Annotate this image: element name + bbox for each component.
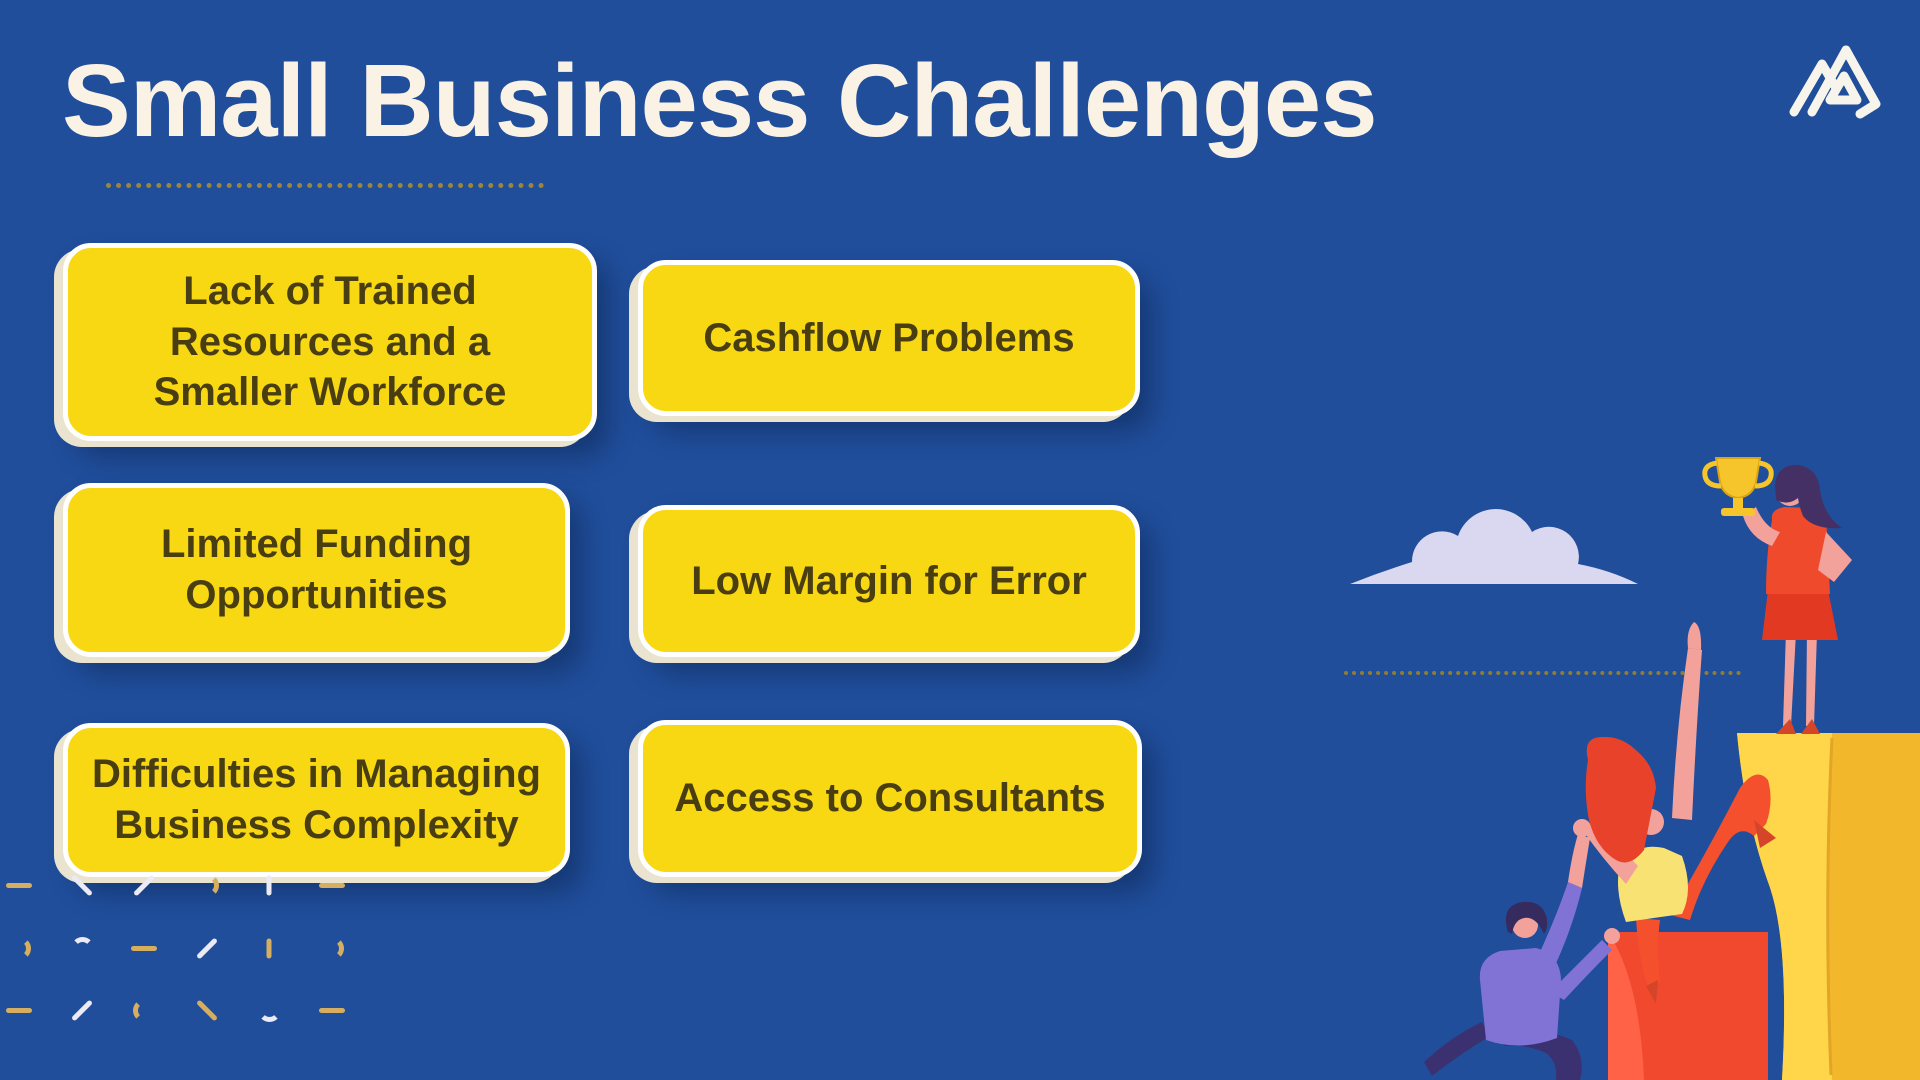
challenge-label: Low Margin for Error xyxy=(691,558,1087,603)
decor-glyph-arc-r xyxy=(319,935,345,961)
decor-glyph-dash xyxy=(318,997,345,1023)
decor-glyph-vbar xyxy=(256,935,282,961)
decor-glyph-dash xyxy=(131,935,157,961)
decor-glyph-slash xyxy=(69,997,95,1023)
decor-glyph-backslash xyxy=(69,872,95,898)
decor-glyph-dash xyxy=(6,872,32,898)
challenge-box-complexity: Difficulties in Managing Business Comple… xyxy=(63,723,570,877)
challenge-box-low-margin: Low Margin for Error xyxy=(638,505,1140,657)
decor-glyph-dash xyxy=(318,872,345,898)
challenge-label: Difficulties in Managing Business Comple… xyxy=(92,752,541,847)
teamwork-illustration xyxy=(1320,420,1920,1080)
challenge-box-cashflow: Cashflow Problems xyxy=(638,260,1140,416)
person-winner xyxy=(1702,457,1852,734)
person-climber xyxy=(1573,622,1776,1004)
decor-glyph-arc-d xyxy=(256,997,282,1023)
decor-glyph-arc-l xyxy=(131,997,157,1023)
title-dotted-underline xyxy=(106,183,544,188)
challenge-label: Cashflow Problems xyxy=(703,315,1075,360)
decor-glyph-arc-r xyxy=(194,872,220,898)
illustration-dotted-line xyxy=(1344,671,1741,675)
decor-glyph-vbar xyxy=(256,872,282,898)
decor-glyph-slash xyxy=(131,872,157,898)
trophy-icon xyxy=(1702,457,1774,516)
decor-glyph-arc-r xyxy=(6,935,32,961)
person-helper xyxy=(1424,834,1620,1080)
decor-glyph-backslash xyxy=(194,997,220,1023)
challenge-box-trained-resources: Lack of Trained Resources and a Smaller … xyxy=(63,243,597,441)
mountain-logo-icon xyxy=(1786,36,1882,127)
red-block-shape xyxy=(1608,932,1768,1080)
challenge-label: Access to Consultants xyxy=(674,776,1106,821)
page-title: Small Business Challenges xyxy=(62,43,1378,158)
challenge-box-funding: Limited Funding Opportunities xyxy=(63,483,570,657)
decor-glyph-slash xyxy=(194,935,220,961)
challenge-box-consultants: Access to Consultants xyxy=(638,720,1142,877)
cloud-icon xyxy=(1350,509,1638,584)
decor-glyph-arc-u xyxy=(69,935,95,961)
decor-glyph-dash xyxy=(6,997,32,1023)
decor-glyph-grid xyxy=(6,872,386,1072)
challenge-label: Limited Funding Opportunities xyxy=(160,522,473,617)
challenge-label: Lack of Trained Resources and a Smaller … xyxy=(153,268,507,415)
